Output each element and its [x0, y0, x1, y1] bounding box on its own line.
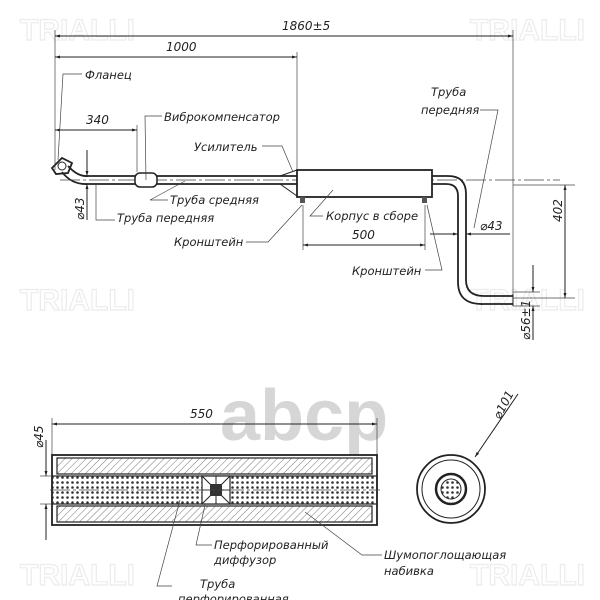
label-middle-pipe: Труба средняя [170, 193, 259, 207]
watermark: TRIALLI [470, 559, 585, 592]
dim-402: 402 [551, 199, 565, 222]
label-front-pipe-right-2: передняя [421, 103, 479, 117]
label-flex: Виброкомпенсатор [164, 110, 280, 124]
dim-outlet-diameter: ⌀56±1 [519, 300, 533, 340]
watermark: TRIALLI [470, 14, 585, 47]
watermark: TRIALLI [20, 284, 135, 317]
dim-outer-diameter: ⌀101 [490, 388, 517, 421]
abcp-logo: abcp [220, 376, 388, 456]
label-bracket-left: Кронштейн [174, 235, 244, 249]
dim-550: 550 [190, 407, 213, 421]
top-view: 1860±5 1000 340 402 ⌀56±1 [50, 19, 575, 340]
dim-front-diameter: ⌀43 [73, 198, 87, 221]
label-pipe-1: Труба [200, 577, 235, 591]
watermark: TRIALLI [20, 14, 135, 47]
label-diffuser-2: диффузор [213, 553, 276, 567]
label-housing: Корпус в сборе [326, 209, 418, 223]
dim-inner-diameter: ⌀45 [32, 426, 46, 449]
packing-bottom [56, 505, 373, 523]
dim-total: 1860±5 [282, 19, 330, 33]
watermark: TRIALLI [20, 559, 135, 592]
label-diffuser-1: Перфорированный [214, 538, 329, 552]
dim-340: 340 [86, 113, 109, 127]
label-flange: Фланец [85, 68, 132, 82]
label-bracket-right: Кронштейн [352, 264, 422, 278]
muffler-housing [296, 169, 433, 198]
label-packing-1: Шумопоглощающая [384, 548, 506, 562]
dim-500: 500 [352, 228, 375, 242]
dim-tail-diameter: ⌀43 [480, 219, 503, 233]
label-front-pipe: Труба передняя [117, 211, 214, 225]
packing-top [56, 457, 373, 475]
label-packing-2: набивка [384, 564, 434, 578]
label-front-pipe-right-1: Труба [431, 85, 466, 99]
label-reinforcement: Усилитель [194, 140, 258, 154]
dim-1000: 1000 [166, 40, 197, 54]
label-pipe-2: перфорированная [178, 592, 289, 600]
